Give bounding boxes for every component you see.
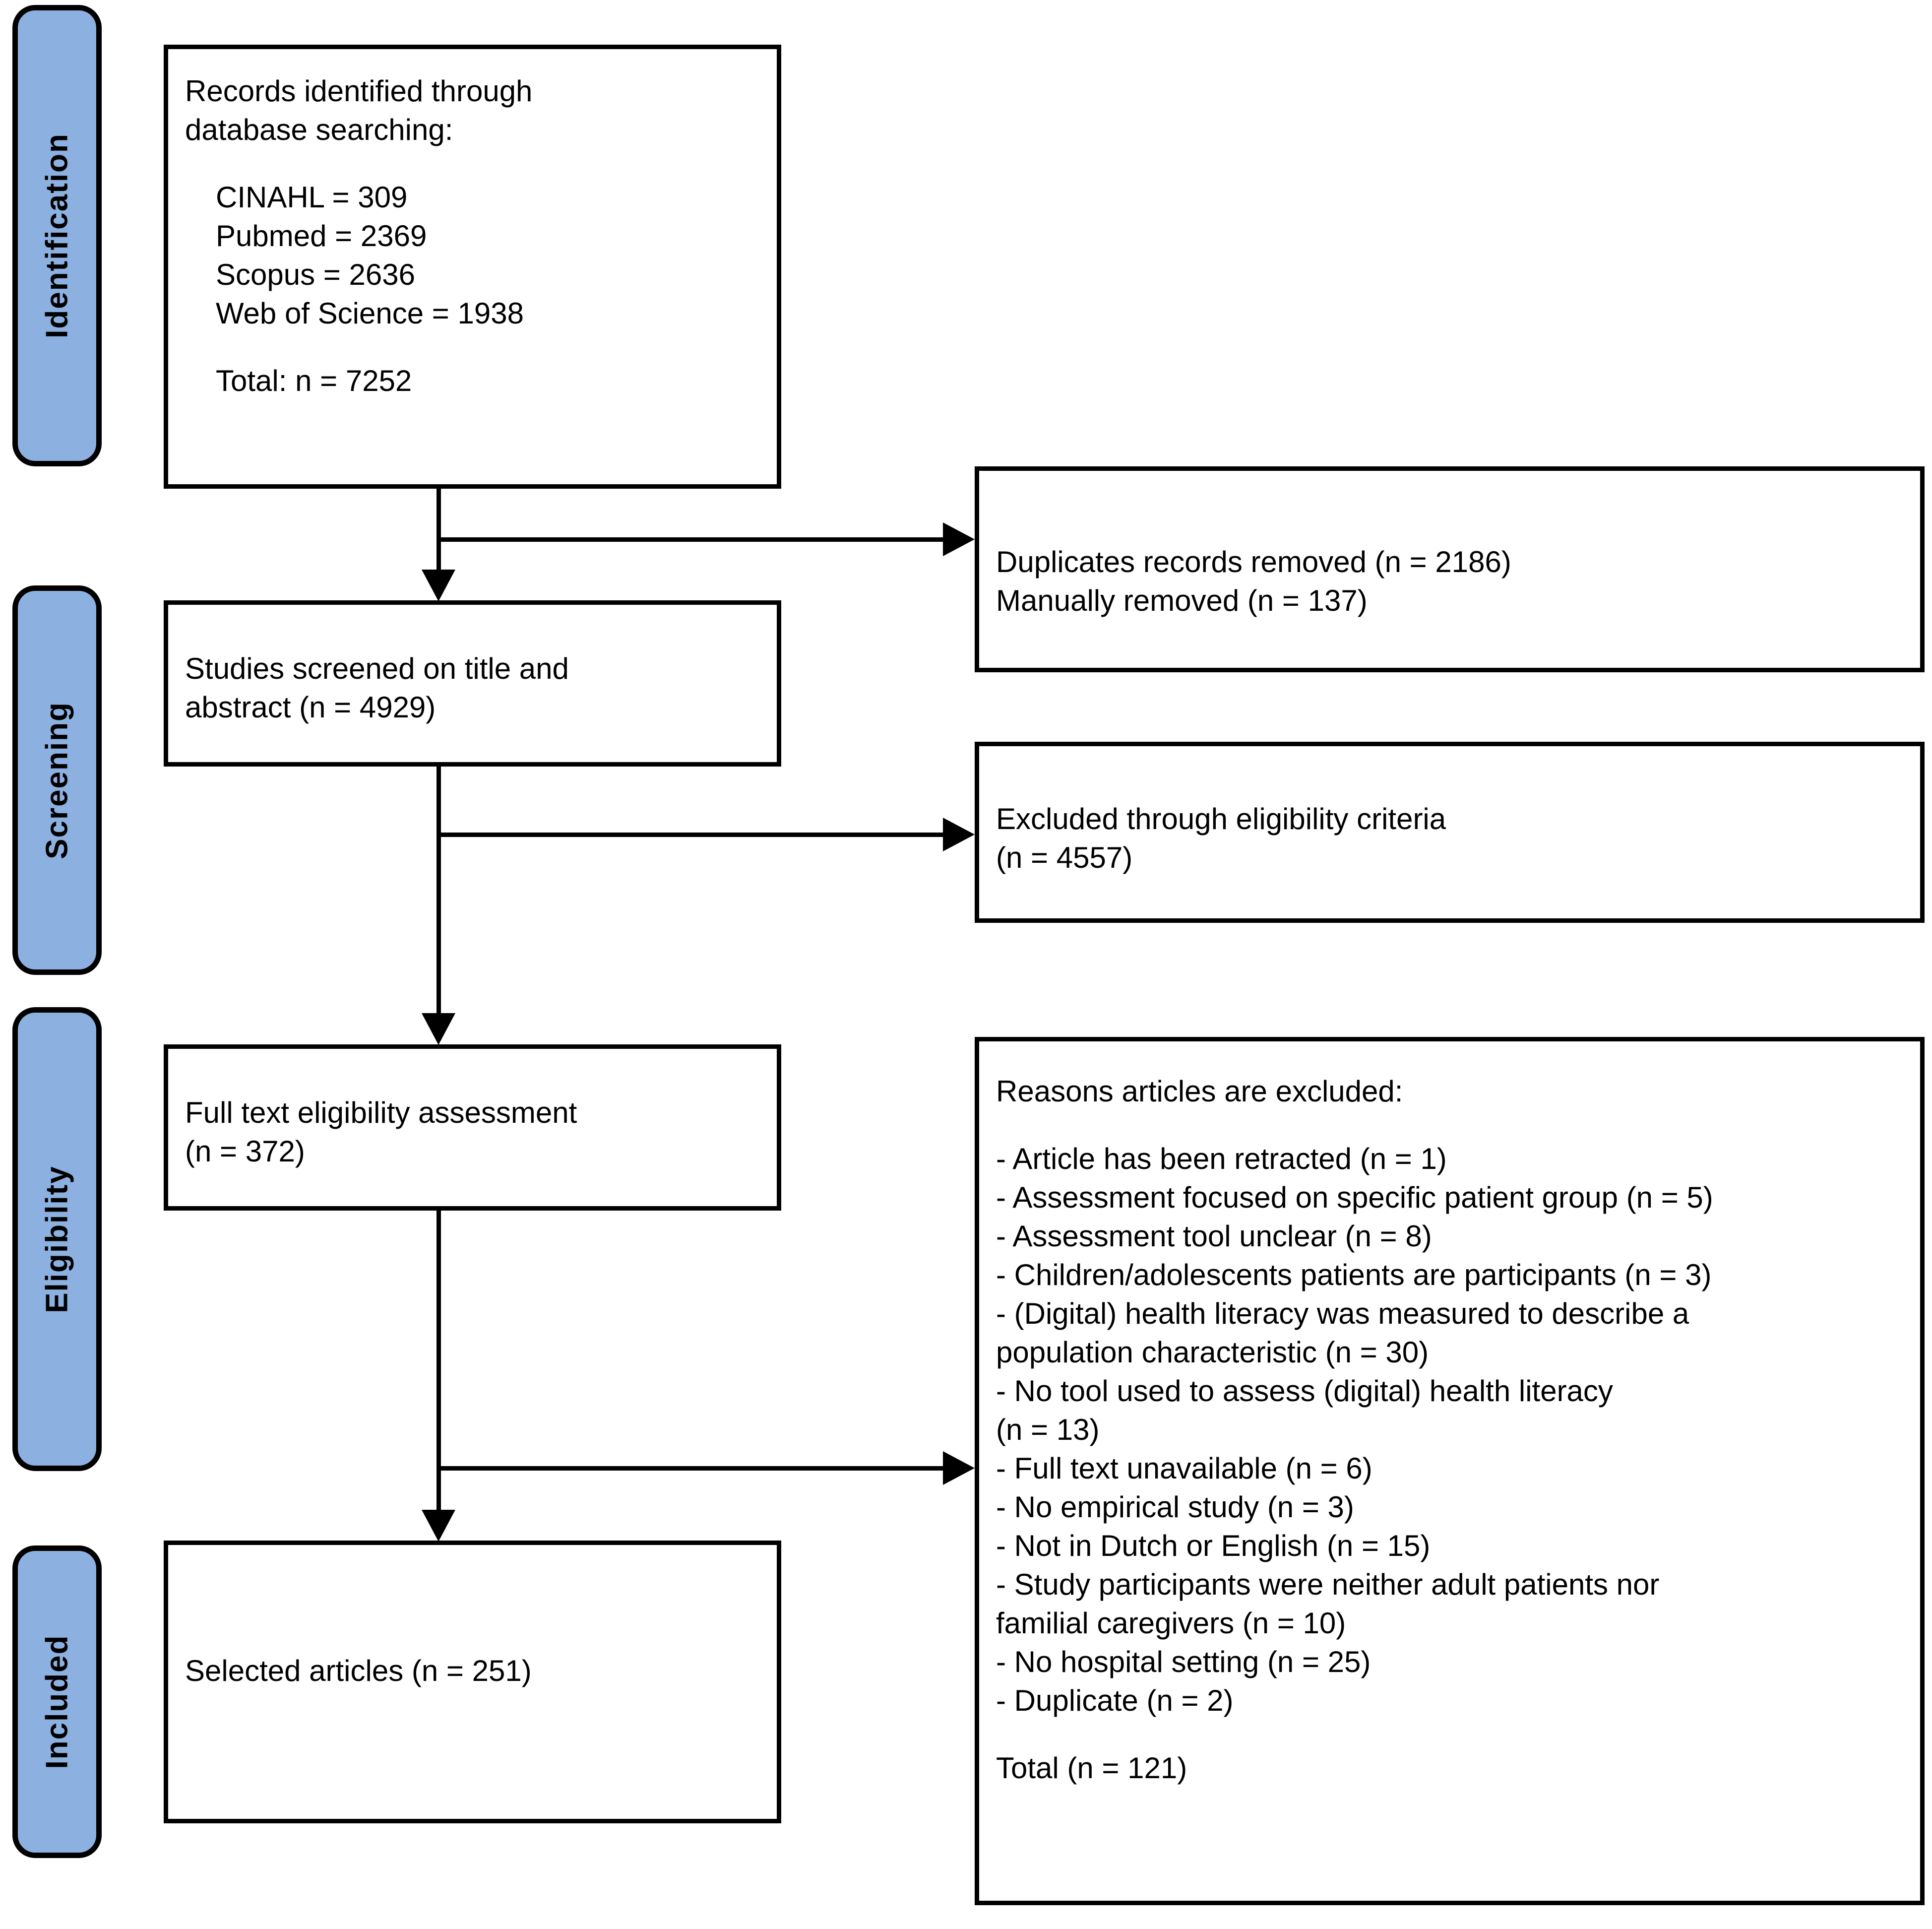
connector-eligibility-to-reasons [438, 1466, 944, 1471]
box-duplicates-removed: Duplicates records removed (n = 2186) Ma… [975, 466, 1925, 672]
stage-pill-included: Included [12, 1545, 102, 1858]
box-excluded-eligibility-criteria: Excluded through eligibility criteria (n… [975, 742, 1925, 923]
box-studies-screened: Studies screened on title and abstract (… [164, 600, 781, 767]
arrowhead-right-reasons-excluded [943, 1451, 975, 1485]
full-text-line2: (n = 372) [185, 1135, 305, 1168]
arrowhead-down-eligibility [422, 1013, 455, 1045]
source-scopus: Scopus = 2636 [216, 258, 415, 291]
duplicates-removed-line1: Duplicates records removed (n = 2186) [996, 545, 1511, 579]
arrowhead-down-screening [422, 570, 455, 601]
reason-item: - No tool used to assess (digital) healt… [996, 1374, 1613, 1408]
reason-item: (n = 13) [996, 1413, 1100, 1446]
reason-item: - Study participants were neither adult … [996, 1568, 1660, 1601]
stage-label-included: Included [40, 1634, 74, 1769]
source-web-of-science: Web of Science = 1938 [216, 297, 524, 330]
reason-item: - Assessment focused on specific patient… [996, 1181, 1713, 1214]
reason-item: - Children/adolescents patients are part… [996, 1258, 1712, 1291]
reason-item: - No empirical study (n = 3) [996, 1490, 1354, 1524]
manually-removed-line2: Manually removed (n = 137) [996, 584, 1368, 617]
studies-screened-line2: abstract (n = 4929) [185, 691, 436, 724]
studies-screened-line1: Studies screened on title and [185, 652, 569, 685]
reasons-total: Total (n = 121) [996, 1751, 1187, 1785]
stage-pill-eligibility: Eligibility [12, 1007, 102, 1471]
source-cinahl: CINAHL = 309 [216, 181, 408, 214]
reason-item: - Not in Dutch or English (n = 15) [996, 1529, 1431, 1562]
reason-item: - Full text unavailable (n = 6) [996, 1452, 1372, 1485]
reason-item: - No hospital setting (n = 25) [996, 1645, 1371, 1678]
stage-label-identification: Identification [40, 133, 74, 338]
reason-item: familial caregivers (n = 10) [996, 1607, 1346, 1640]
arrowhead-right-duplicates [943, 522, 975, 556]
connector-eligibility-to-included [436, 1211, 441, 1511]
stage-pill-identification: Identification [12, 5, 102, 466]
reason-item: - Article has been retracted (n = 1) [996, 1142, 1447, 1175]
source-pubmed: Pubmed = 2369 [216, 219, 427, 253]
records-identified-line1: Records identified through [185, 74, 533, 108]
stage-pill-screening: Screening [12, 585, 102, 975]
records-identified-line2: database searching: [185, 113, 453, 146]
full-text-line1: Full text eligibility assessment [185, 1096, 577, 1129]
box-selected-articles: Selected articles (n = 251) [164, 1541, 781, 1823]
excluded-criteria-line2: (n = 4557) [996, 841, 1133, 874]
box-reasons-excluded: Reasons articles are excluded: - Article… [975, 1037, 1925, 1905]
connector-screening-to-excluded [438, 833, 944, 837]
selected-articles-line1: Selected articles (n = 251) [185, 1654, 532, 1687]
arrowhead-down-included [422, 1510, 455, 1542]
reasons-heading: Reasons articles are excluded: [996, 1075, 1403, 1108]
identified-total: Total: n = 7252 [216, 364, 412, 397]
stage-label-screening: Screening [40, 701, 74, 859]
reason-item: - (Digital) health literacy was measured… [996, 1297, 1689, 1330]
box-full-text-eligibility: Full text eligibility assessment (n = 37… [164, 1044, 781, 1211]
reason-item: population characteristic (n = 30) [996, 1336, 1429, 1369]
reason-item: - Assessment tool unclear (n = 8) [996, 1220, 1432, 1253]
reason-item: - Duplicate (n = 2) [996, 1684, 1234, 1717]
connector-identification-to-duplicates [438, 537, 944, 542]
excluded-criteria-line1: Excluded through eligibility criteria [996, 802, 1446, 836]
connector-identification-to-screening [436, 489, 441, 583]
connector-screening-to-eligibility [436, 767, 441, 1027]
arrowhead-right-excluded-criteria [943, 818, 975, 851]
box-records-identified: Records identified through database sear… [164, 45, 781, 489]
stage-label-eligibility: Eligibility [40, 1165, 74, 1313]
